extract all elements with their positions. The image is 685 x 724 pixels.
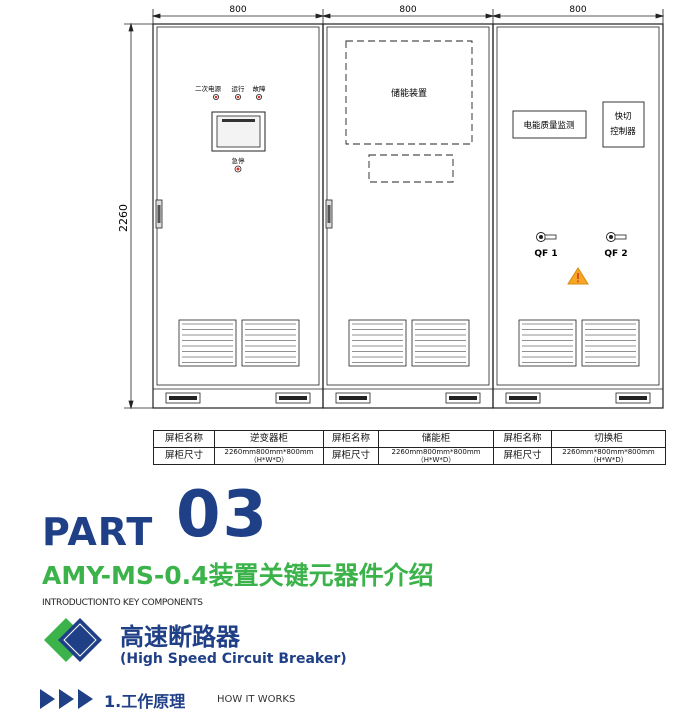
table-cell: 屏柜尺寸 [153,447,215,465]
size-sub: （H*W*D） [416,456,456,464]
part-word: PART [42,510,154,554]
table-cell: 屏柜名称 [323,430,379,448]
height-dimension [124,22,153,410]
table-cell-size: 2260mm*800mm*800mm（H*W*D） [551,447,666,465]
width-dim-2: 800 [399,5,416,15]
vents-storage [352,323,466,363]
size-sub: （H*W*D） [589,456,628,464]
height-dim: 2260 [117,204,130,232]
intro-caption: INTRODUCTIONTO KEY COMPONENTS [42,598,203,608]
table-cell: 屏柜尺寸 [493,447,552,465]
size-main: 2260mm800mm*800mm [224,448,314,456]
power-quality-label: 电能质量监测 [523,120,574,131]
section-subtitle: AMY-MS-0.4装置关键元器件介绍 [42,561,434,590]
diamond-icon [40,616,110,666]
part-number: 03 [176,478,270,552]
indicator-lights [212,94,262,101]
breaker-qf1-label: QF 1 [534,249,557,259]
table-cell: 屏柜名称 [153,430,215,448]
indicator-label-fault: 故障 [253,84,267,93]
width-dim-1: 800 [229,5,246,15]
table-cell: 屏柜名称 [493,430,552,448]
size-main: 2260mm800mm*800mm [391,448,481,456]
indicator-label-run: 运行 [232,84,246,93]
size-sub: （H*W*D） [249,456,289,464]
breaker-qf2-icon [606,232,627,242]
table-cell: 屏柜尺寸 [323,447,379,465]
cabinet-drawing: 800 800 800 2260 二次电源 运行 故障 急停 [117,5,665,410]
vents-inverter [182,323,296,363]
estop-label: 急停 [232,156,246,165]
table-cell-size: 2260mm800mm*800mm（H*W*D） [214,447,324,465]
width-dim-3: 800 [569,5,586,15]
estop-button [234,165,242,173]
breaker-qf1-icon [536,232,557,242]
table-cell: 逆变器柜 [214,430,324,448]
cabinet-switch [492,23,664,409]
section-title: 高速断路器 [120,623,240,651]
table-cell: 切换柜 [551,430,666,448]
storage-device-label: 储能装置 [391,87,427,99]
size-main: 2260mm*800mm*800mm [562,448,655,456]
cabinet-inverter [152,23,324,409]
hmi-screen [211,111,266,152]
breaker-qf2-label: QF 2 [604,249,627,259]
table-cell: 储能柜 [378,430,494,448]
fast-switch-label-2: 控制器 [610,126,636,137]
table-row: 屏柜名称 逆变器柜 屏柜名称 储能柜 屏柜名称 切换柜 [153,430,666,448]
indicator-label-power: 二次电源 [195,84,222,93]
section-title-english: (High Speed Circuit Breaker) [120,651,347,667]
width-dimensions [151,9,665,24]
table-row: 屏柜尺寸 2260mm800mm*800mm（H*W*D） 屏柜尺寸 2260m… [153,447,666,465]
step-title-english: HOW IT WORKS [217,694,296,705]
step-title: 1.工作原理 [104,692,186,711]
warning-icon [567,267,589,285]
table-cell-size: 2260mm800mm*800mm（H*W*D） [378,447,494,465]
cabinet-spec-table: 屏柜名称 逆变器柜 屏柜名称 储能柜 屏柜名称 切换柜 屏柜尺寸 2260mm8… [153,430,666,465]
vents-switch [522,323,636,363]
fast-switch-label-1: 快切 [614,111,631,122]
triple-arrow-icon [40,688,96,714]
cabinet-storage [322,23,494,409]
